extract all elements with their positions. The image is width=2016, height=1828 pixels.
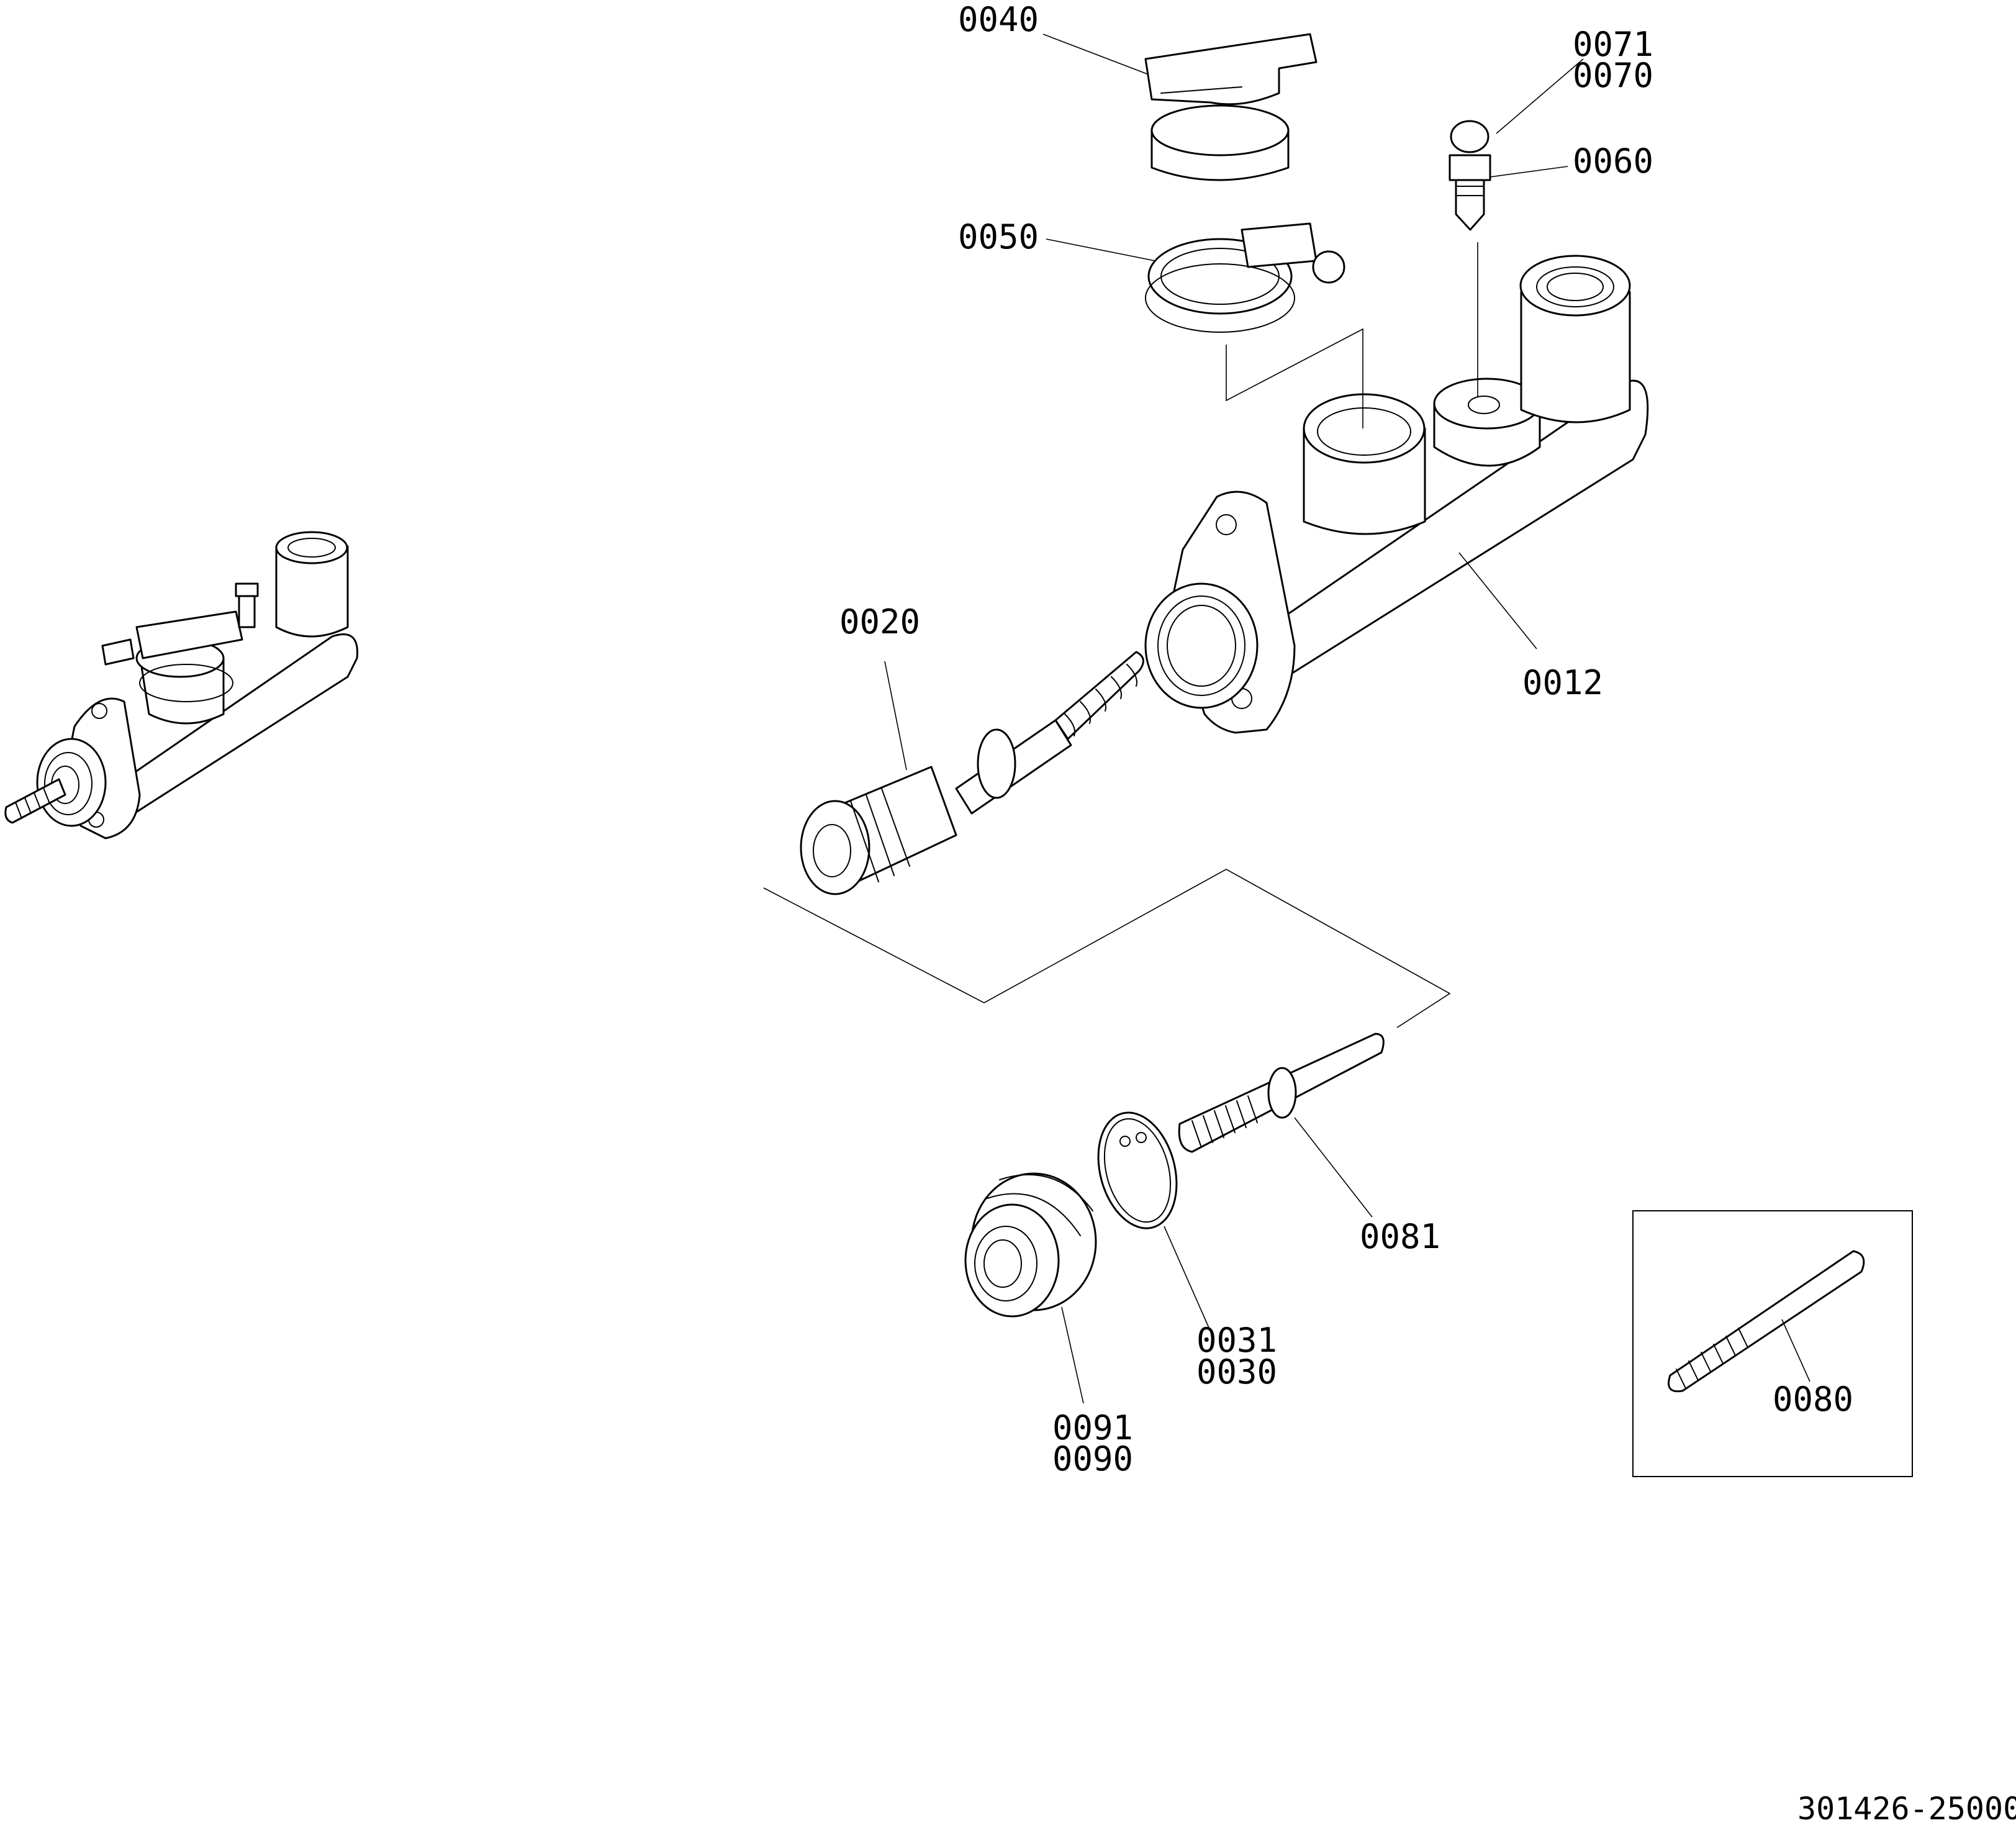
- callout-0040: 0040: [958, 0, 1039, 39]
- callout-0020: 0020: [839, 602, 920, 641]
- hose-clamp-0050: [1145, 222, 1345, 333]
- dust-boot-0090: [964, 1172, 1097, 1318]
- bleeder-screw-0060: [1449, 120, 1491, 231]
- inset-box-0080: [1632, 1210, 1913, 1477]
- callout-0030: 0030: [1196, 1352, 1277, 1391]
- callout-labels: 0040 0050 0071 0070 0060 0020 0012 0081 …: [839, 0, 1853, 1478]
- callout-0070: 0070: [1573, 56, 1653, 95]
- callout-0050: 0050: [958, 217, 1039, 256]
- callout-0060: 0060: [1573, 142, 1653, 181]
- callout-leaders: [884, 34, 1810, 1404]
- assembled-master-cylinder: [4, 531, 358, 839]
- assembly-guide-lines: [763, 242, 1478, 1028]
- cylinder-body-0012: [1144, 255, 1649, 734]
- callout-0012: 0012: [1522, 663, 1603, 702]
- reservoir-cap-0040: [1144, 33, 1318, 181]
- drawing-number: 301426-25000: [1797, 1791, 2016, 1827]
- callout-0081: 0081: [1360, 1217, 1440, 1256]
- snap-ring-0030: [1097, 1111, 1178, 1229]
- callout-0090: 0090: [1052, 1439, 1133, 1478]
- callout-0080: 0080: [1773, 1380, 1853, 1419]
- callout-0091: 0091: [1052, 1408, 1133, 1447]
- pushrod-0081: [1178, 1033, 1385, 1153]
- callout-0031: 0031: [1196, 1321, 1277, 1360]
- piston-assembly-0020: [800, 651, 1144, 895]
- callout-0071: 0071: [1573, 25, 1653, 64]
